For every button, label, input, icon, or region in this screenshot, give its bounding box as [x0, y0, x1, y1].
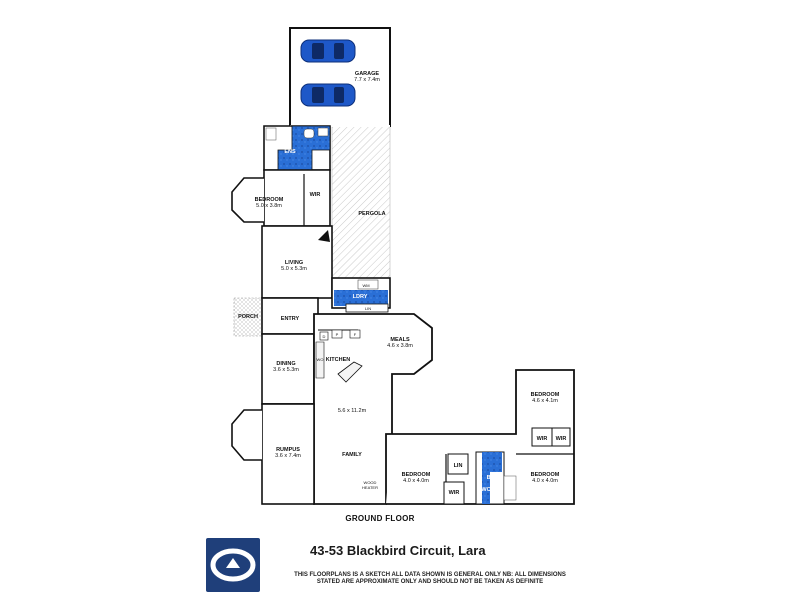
fireplace-icon — [318, 230, 330, 242]
porch — [233, 297, 263, 337]
car-icon — [300, 39, 356, 63]
garage-label: GARAGE — [355, 71, 379, 77]
bath-label: BATH — [487, 475, 502, 481]
dining-room — [261, 333, 315, 405]
wall-oven-symbol: WO — [317, 357, 324, 362]
rumpus-size: 3.6 x 7.4m — [275, 453, 301, 459]
bedroom-wing — [386, 369, 575, 505]
garage-size: 7.7 x 7.4m — [354, 77, 380, 83]
ensuite — [263, 125, 331, 171]
wc-label: WC — [481, 487, 490, 493]
meals-size: 4.6 x 3.8m — [387, 343, 413, 349]
wir-2-label: WIR — [537, 436, 548, 442]
porch-label: PORCH — [238, 314, 258, 320]
bedroom-4-size: 4.0 x 4.0m — [532, 478, 558, 484]
disclaimer-line-2: STATED ARE APPROXIMATE ONLY AND SHOULD N… — [316, 579, 544, 585]
meals-label: MEALS — [390, 337, 410, 343]
laundry — [331, 277, 391, 313]
bedroom-3-label: BEDROOM — [402, 472, 431, 478]
dining-label: DINING — [276, 361, 295, 367]
living-size: 5.0 x 5.3m — [281, 266, 307, 272]
bedroom-4-label: BEDROOM — [531, 472, 560, 478]
family-label: FAMILY — [342, 452, 362, 458]
entry-label: ENTRY — [281, 316, 300, 322]
bedroom-2-label: BEDROOM — [531, 392, 560, 398]
wm-label: WM — [362, 283, 369, 288]
car-icon — [300, 83, 356, 107]
bedroom-1-size: 5.0 x 3.8m — [256, 203, 282, 209]
rumpus-label: RUMPUS — [276, 447, 300, 453]
laundry-label: LDRY — [353, 294, 368, 300]
agency-logo — [206, 538, 260, 592]
wir-1-label: WIR — [310, 192, 321, 198]
lin-2-label: LIN — [454, 463, 463, 469]
bedroom-3-size: 4.0 x 4.0m — [403, 478, 429, 484]
bedroom-2-size: 4.6 x 4.1m — [532, 398, 558, 404]
disclaimer-line-1: THIS FLOORPLANS IS A SKETCH ALL DATA SHO… — [294, 572, 566, 578]
fridge-symbol: F — [354, 332, 357, 337]
disclaimer: THIS FLOORPLANS IS A SKETCH ALL DATA SHO… — [280, 572, 580, 586]
wood-heater-label-2: HEATER — [362, 485, 378, 490]
lin-1-label: LIN — [365, 306, 371, 311]
pergola-label: PERGOLA — [358, 211, 385, 217]
wood-heater-label-1: WOOD — [364, 480, 377, 485]
kitchen-label: KITCHEN — [326, 357, 350, 363]
dishwasher-symbol: D — [323, 334, 326, 339]
rumpus — [231, 403, 315, 505]
property-address: 43-53 Blackbird Circuit, Lara — [310, 543, 486, 558]
pergola-area — [331, 125, 391, 279]
bedroom-1-label: BEDROOM — [255, 197, 284, 203]
dining-size: 3.6 x 5.3m — [273, 367, 299, 373]
ensuite-label: ENS — [284, 149, 296, 155]
pantry-symbol: P — [336, 332, 339, 337]
living-label: LIVING — [285, 260, 303, 266]
floor-label: GROUND FLOOR — [345, 514, 415, 523]
wir-4-label: WIR — [449, 490, 460, 496]
wir-3-label: WIR — [556, 436, 567, 442]
family-size: 5.6 x 11.2m — [338, 408, 367, 414]
kitchen-island — [337, 361, 363, 383]
kitchen-family-meals — [262, 313, 433, 505]
garage — [289, 27, 391, 127]
